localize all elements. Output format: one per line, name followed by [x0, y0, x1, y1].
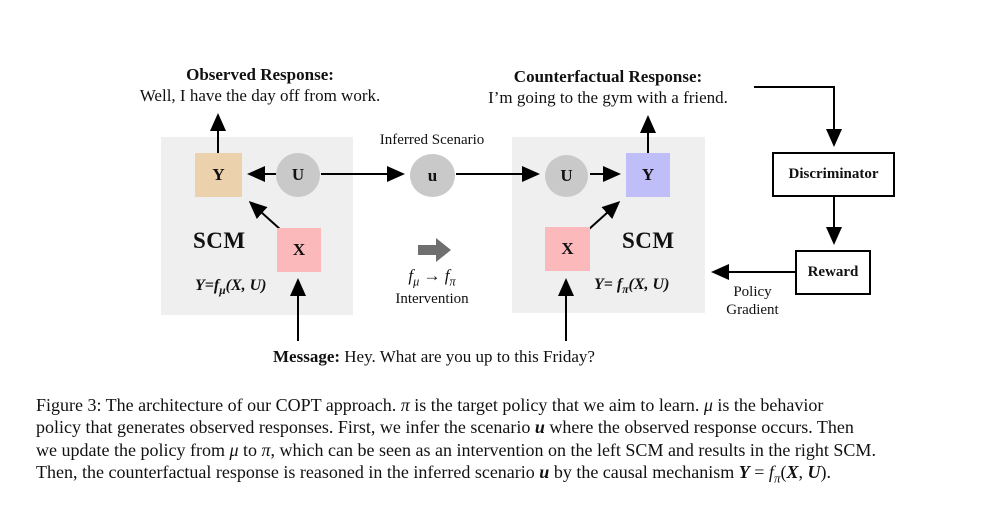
right-scm-node-u: U: [545, 155, 588, 197]
observed-response-block: Observed Response: Well, I have the day …: [128, 64, 392, 106]
observed-response-text: Well, I have the day off from work.: [139, 86, 381, 105]
left-scm-formula: Y=fμ(X, U): [195, 277, 267, 298]
right-scm-node-y: Y: [626, 153, 670, 197]
intervention-label: Intervention: [395, 291, 469, 307]
intervention-block-arrow-icon: [418, 238, 451, 262]
message-text: Message: Hey. What are you up to this Fr…: [273, 347, 595, 366]
left-scm-node-u: U: [276, 153, 320, 197]
right-scm-node-x: X: [545, 227, 590, 271]
inferred-scenario-label: Inferred Scenario: [379, 132, 485, 148]
left-scm-node-x: X: [277, 228, 321, 272]
caption-line-4: Then, the counterfactual response is rea…: [36, 462, 831, 486]
left-scm-title: SCM: [193, 228, 246, 253]
caption-line-2: policy that generates observed responses…: [36, 417, 854, 438]
right-scm-formula: Y= fπ(X, U): [594, 276, 670, 297]
observed-response-heading: Observed Response:: [186, 65, 334, 84]
intervention-formula: fμ → fπ: [408, 266, 456, 289]
caption-line-3: we update the policy from μ to π, which …: [36, 439, 876, 460]
counterfactual-response-heading: Counterfactual Response:: [513, 67, 703, 86]
counterfactual-response-text: I’m going to the gym with a friend.: [488, 88, 728, 107]
reward-box: Reward: [795, 250, 871, 295]
connector-response-to-discriminator: [754, 86, 842, 147]
counterfactual-response-block: Counterfactual Response: I’m going to th…: [483, 66, 733, 108]
discriminator-box: Discriminator: [772, 152, 895, 197]
right-scm-title: SCM: [622, 228, 675, 253]
caption-line-1: Figure 3: The architecture of our COPT a…: [36, 395, 824, 415]
left-scm-node-y: Y: [195, 153, 242, 197]
policy-gradient-label: Policy Gradient: [726, 284, 779, 318]
figure-caption: Figure 3: The architecture of our COPT a…: [36, 394, 986, 490]
inferred-scenario-node-u: u: [410, 154, 455, 197]
